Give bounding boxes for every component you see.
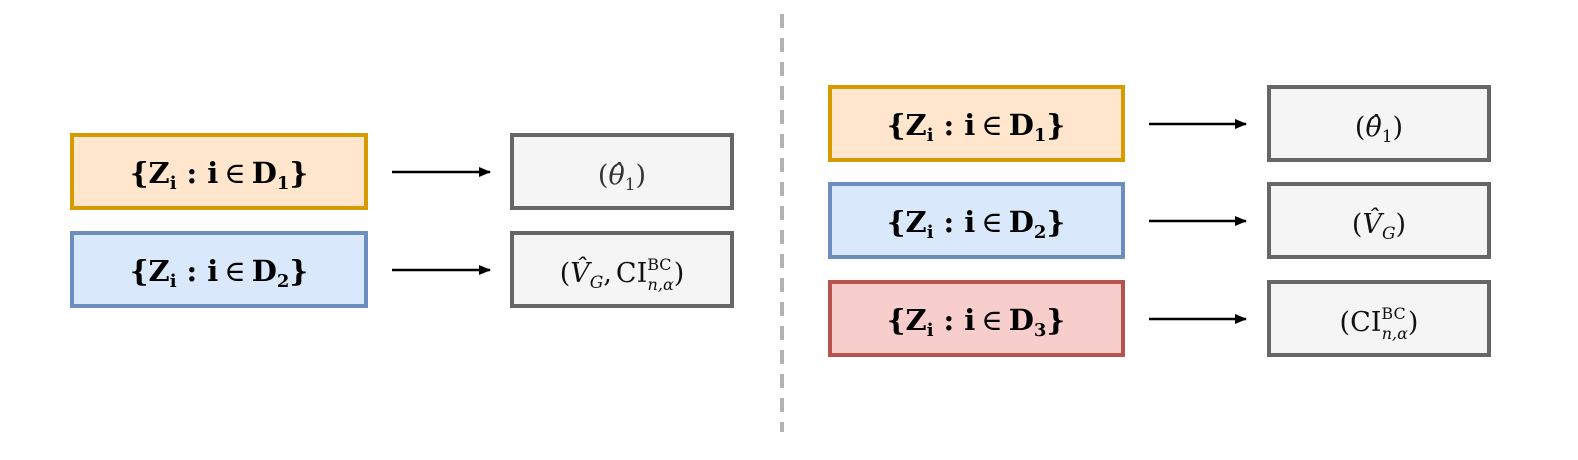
z-symbol: Z bbox=[906, 108, 927, 142]
paren-open: ( bbox=[598, 160, 609, 191]
right-output-box-v: (V̂G) bbox=[1267, 182, 1491, 259]
svg-text:{Zi:i∈D3}: {Zi:i∈D3} bbox=[887, 303, 1065, 341]
ci-superscript: BC bbox=[1381, 304, 1405, 323]
z-subscript: i bbox=[170, 271, 177, 292]
brace-open: { bbox=[887, 303, 906, 337]
z-subscript: i bbox=[927, 222, 934, 243]
paren-close: ) bbox=[1408, 307, 1419, 338]
theta-subscript: 1 bbox=[1382, 127, 1393, 147]
colon: : bbox=[187, 156, 198, 190]
ci-subscript: n,α bbox=[1382, 324, 1408, 343]
brace-open: { bbox=[887, 205, 906, 239]
d-symbol: D bbox=[252, 156, 277, 190]
theta-hat-symbol: θ̂ bbox=[608, 160, 624, 191]
brace-close: } bbox=[289, 156, 308, 190]
v-hat-symbol: V̂ bbox=[1362, 207, 1384, 240]
left-input-box-d2: {Zi:i∈D2} bbox=[70, 231, 368, 308]
brace-close: } bbox=[1046, 108, 1065, 142]
z-symbol: Z bbox=[906, 205, 927, 239]
paren-close: ) bbox=[1396, 209, 1407, 240]
d-subscript: 1 bbox=[277, 173, 290, 194]
colon: : bbox=[187, 254, 198, 288]
index-i: i bbox=[207, 254, 218, 288]
paren-open: ( bbox=[1355, 112, 1366, 143]
index-i: i bbox=[207, 156, 218, 190]
ci-symbol: CI bbox=[616, 258, 647, 289]
svg-text:(θ̂1): (θ̂1) bbox=[598, 160, 646, 195]
comma: , bbox=[603, 258, 612, 289]
brace-open: { bbox=[130, 254, 149, 288]
v-subscript: G bbox=[1382, 224, 1396, 244]
d-subscript: 2 bbox=[277, 271, 290, 292]
element-of: ∈ bbox=[981, 108, 1002, 142]
brace-open: { bbox=[887, 108, 906, 142]
paren-open: ( bbox=[560, 258, 571, 289]
z-subscript: i bbox=[927, 125, 934, 146]
theta-hat-symbol: θ̂ bbox=[1365, 112, 1381, 143]
paren-open: ( bbox=[1352, 209, 1363, 240]
right-input-box-d3: {Zi:i∈D3} bbox=[828, 280, 1125, 357]
element-of: ∈ bbox=[224, 156, 245, 190]
d-symbol: D bbox=[1009, 205, 1034, 239]
brace-open: { bbox=[130, 156, 149, 190]
svg-text:{Zi:i∈D2}: {Zi:i∈D2} bbox=[887, 205, 1065, 243]
d-subscript: 2 bbox=[1034, 222, 1047, 243]
element-of: ∈ bbox=[981, 205, 1002, 239]
z-subscript: i bbox=[170, 173, 177, 194]
svg-text:{Zi:i∈D1}: {Zi:i∈D1} bbox=[130, 156, 308, 194]
brace-close: } bbox=[1046, 303, 1065, 337]
z-symbol: Z bbox=[149, 156, 170, 190]
d-symbol: D bbox=[1009, 108, 1034, 142]
right-input-box-d1: {Zi:i∈D1} bbox=[828, 85, 1125, 162]
paren-close: ) bbox=[674, 258, 685, 289]
d-subscript: 3 bbox=[1034, 320, 1047, 341]
d-symbol: D bbox=[252, 254, 277, 288]
index-i: i bbox=[964, 108, 975, 142]
colon: : bbox=[944, 108, 955, 142]
svg-text:{Zi:i∈D2}: {Zi:i∈D2} bbox=[130, 254, 308, 292]
svg-text:(θ̂1): (θ̂1) bbox=[1355, 112, 1403, 147]
theta-subscript: 1 bbox=[625, 175, 636, 195]
right-input-box-d2: {Zi:i∈D2} bbox=[828, 182, 1125, 259]
element-of: ∈ bbox=[981, 303, 1002, 337]
svg-text:{Zi:i∈D1}: {Zi:i∈D1} bbox=[887, 108, 1065, 146]
right-output-box-theta: (θ̂1) bbox=[1267, 85, 1491, 162]
d-symbol: D bbox=[1009, 303, 1034, 337]
brace-close: } bbox=[1046, 205, 1065, 239]
index-i: i bbox=[964, 205, 975, 239]
z-subscript: i bbox=[927, 320, 934, 341]
left-input-box-d1: {Zi:i∈D1} bbox=[70, 133, 368, 210]
v-subscript: G bbox=[590, 273, 604, 293]
svg-text:(V̂G): (V̂G) bbox=[1352, 207, 1406, 244]
ci-subscript: n,α bbox=[648, 275, 674, 294]
paren-close: ) bbox=[636, 160, 647, 191]
paren-close: ) bbox=[1393, 112, 1404, 143]
ci-symbol: CI bbox=[1350, 307, 1381, 338]
z-symbol: Z bbox=[906, 303, 927, 337]
colon: : bbox=[944, 303, 955, 337]
ci-superscript: BC bbox=[647, 255, 671, 274]
paren-open: ( bbox=[1340, 307, 1351, 338]
brace-close: } bbox=[289, 254, 308, 288]
d-subscript: 1 bbox=[1034, 125, 1047, 146]
colon: : bbox=[944, 205, 955, 239]
left-output-box-theta: (θ̂1) bbox=[510, 133, 734, 210]
v-hat-symbol: V̂ bbox=[570, 256, 592, 289]
z-symbol: Z bbox=[149, 254, 170, 288]
right-panel: {Zi:i∈D1} {Zi:i∈D2} {Zi:i∈D3} (θ̂1) bbox=[828, 85, 1491, 357]
index-i: i bbox=[964, 303, 975, 337]
element-of: ∈ bbox=[224, 254, 245, 288]
